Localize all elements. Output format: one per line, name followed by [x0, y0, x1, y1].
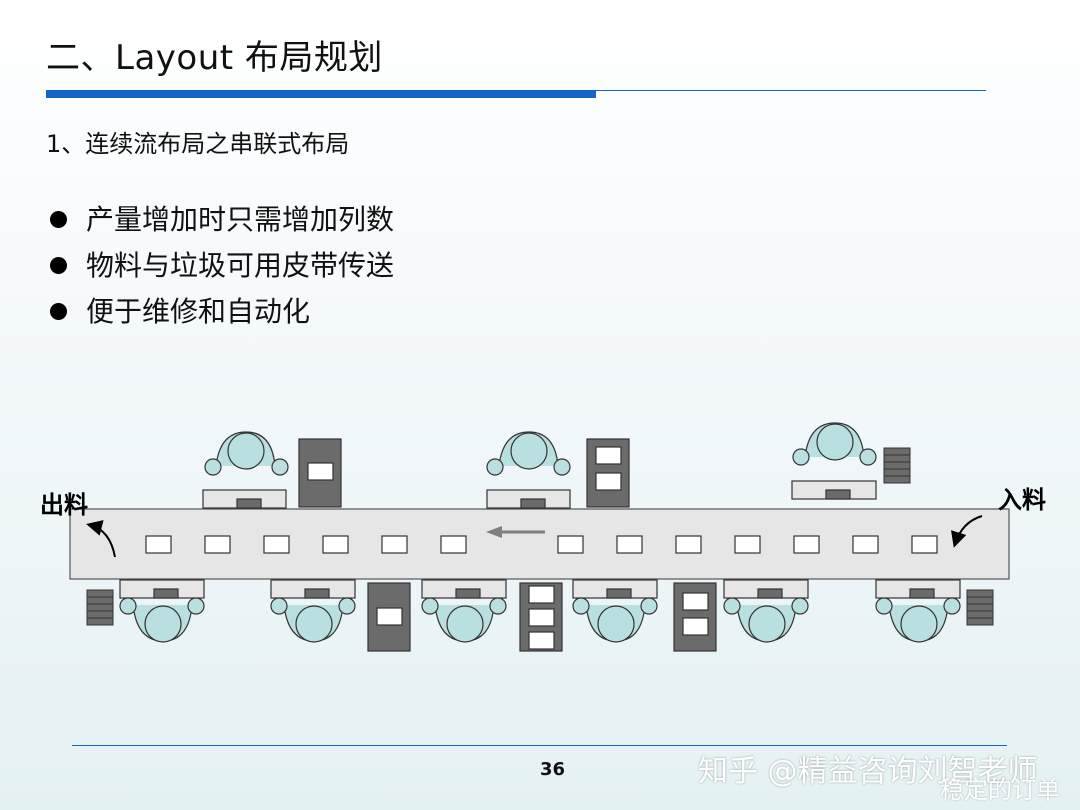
machine-bottom: [519, 582, 563, 652]
inflow-label: 入料: [998, 485, 1046, 514]
flow-direction-arrow: [486, 526, 545, 538]
machine-top: [586, 438, 630, 508]
machine-bottom: [367, 582, 411, 652]
bullet-item: 物料与垃圾可用皮带传送: [46, 244, 394, 290]
conveyor-items: [145, 535, 938, 554]
operator-station-bottom: [875, 579, 961, 643]
bullet-item: 产量增加时只需增加列数: [46, 198, 394, 244]
page-number: 36: [540, 759, 566, 780]
slide-subtitle: 1、连续流布局之串联式布局: [46, 130, 350, 158]
material-stack-bottom-left: [86, 589, 114, 626]
material-stack-bottom-right: [966, 589, 994, 626]
machine-bottom: [673, 582, 717, 652]
bullet-dot-icon: [50, 211, 67, 228]
slide-title: 二、Layout 布局规划: [46, 38, 383, 78]
bullet-dot-icon: [50, 257, 67, 274]
bullet-list: 产量增加时只需增加列数 物料与垃圾可用皮带传送 便于维修和自动化: [46, 198, 394, 336]
operator-station-top: [202, 431, 289, 509]
outflow-curve-arrow: [86, 520, 116, 558]
operator-station-bottom: [572, 579, 658, 643]
bullet-dot-icon: [50, 303, 67, 320]
operator-station-bottom: [270, 579, 356, 643]
footer-divider: [72, 745, 1007, 746]
outflow-label: 出料: [40, 490, 88, 519]
watermark-text: 知乎 @精益咨询刘智老师: [698, 754, 1038, 789]
operator-station-top: [791, 422, 877, 500]
machine-top: [298, 438, 342, 508]
title-underline-thick: [46, 90, 596, 98]
title-underline-thin: [596, 90, 986, 91]
operator-station-bottom: [723, 579, 809, 643]
watermark-text-secondary: 稳定的订单: [940, 776, 1060, 804]
inflow-curve-arrow: [951, 515, 983, 548]
bullet-item: 便于维修和自动化: [46, 290, 394, 336]
material-stack-top: [883, 447, 911, 484]
operator-station-top: [486, 431, 571, 509]
operator-station-bottom: [119, 579, 205, 643]
operator-station-bottom: [421, 579, 507, 643]
